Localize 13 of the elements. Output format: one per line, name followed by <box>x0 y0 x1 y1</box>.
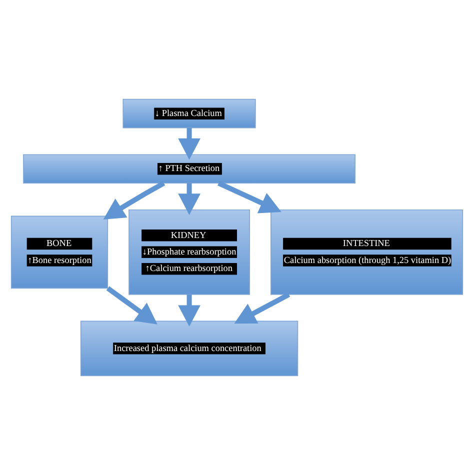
node-box: BONE ↑Bone resorption <box>10 215 108 288</box>
node-box: ↑ PTH Secretion <box>23 154 356 183</box>
arrow <box>103 180 166 219</box>
node-box: ↓ Plasma Calcium <box>122 98 256 128</box>
arrow <box>178 294 200 326</box>
arrow <box>178 127 200 160</box>
node-box: Increased plasma calcium concentration <box>80 320 298 376</box>
arrow <box>234 292 290 324</box>
arrow <box>218 180 282 213</box>
node-box: KIDNEY ↓Phosphate rearbsorption ↑Calcium rearbsorption <box>128 208 250 294</box>
node-box: INTESTINE Calcium absorption (through 1,25 vitamin D) <box>270 208 464 294</box>
arrow <box>178 182 200 214</box>
arrow <box>106 286 158 324</box>
